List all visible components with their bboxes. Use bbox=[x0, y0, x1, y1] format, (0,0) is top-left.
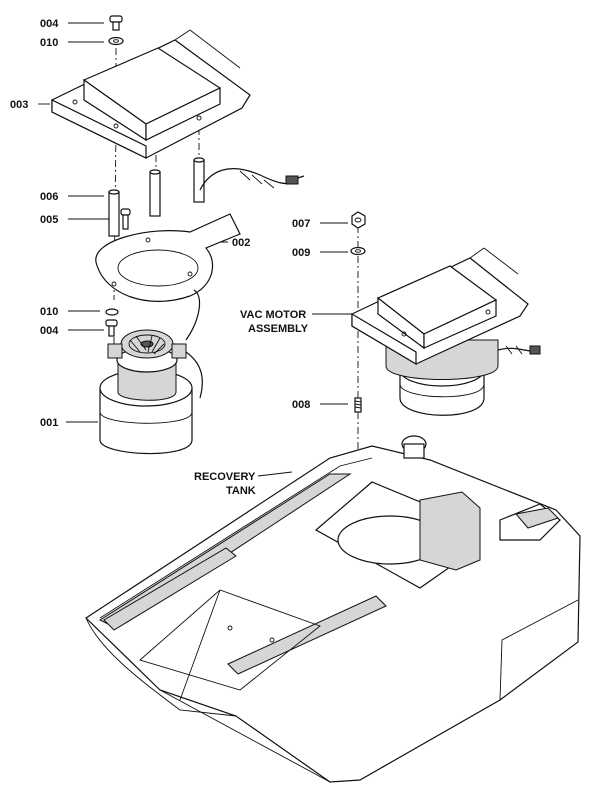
screw-005 bbox=[120, 208, 131, 230]
wire-harness-upper bbox=[199, 168, 305, 191]
standoff-006-left bbox=[108, 189, 120, 237]
callout-005: 005 bbox=[40, 214, 58, 226]
callout-009: 009 bbox=[292, 247, 310, 259]
recovery-tank-label-line1: RECOVERY bbox=[194, 471, 256, 483]
callout-004-top: 004 bbox=[40, 18, 59, 30]
washer-010-mid bbox=[105, 308, 119, 316]
callout-labels: 004 010 003 006 005 002 010 004 001 007 … bbox=[10, 18, 354, 497]
vac-motor-001 bbox=[99, 289, 203, 455]
callout-010-mid: 010 bbox=[40, 306, 58, 318]
screw-004-top bbox=[109, 15, 123, 31]
vac-motor-assembly bbox=[351, 247, 541, 416]
callout-010-top: 010 bbox=[40, 37, 58, 49]
recovery-tank bbox=[85, 435, 581, 783]
stud-008 bbox=[354, 397, 362, 413]
callout-008: 008 bbox=[292, 399, 310, 411]
vac-motor-label-line1: VAC MOTOR bbox=[240, 309, 306, 321]
nut-007 bbox=[351, 211, 366, 229]
callout-001: 001 bbox=[40, 417, 58, 429]
callout-002: 002 bbox=[232, 237, 250, 249]
standoff-006-right bbox=[193, 157, 205, 203]
callout-007: 007 bbox=[292, 218, 310, 230]
standoff-006-center bbox=[149, 169, 161, 217]
washer-010-top bbox=[108, 36, 124, 46]
vac-motor-label-line2: ASSEMBLY bbox=[248, 323, 309, 335]
callout-004-mid: 004 bbox=[40, 325, 59, 337]
screw-004-mid bbox=[105, 319, 118, 337]
washer-009 bbox=[350, 246, 366, 256]
callout-006: 006 bbox=[40, 191, 58, 203]
gasket-002 bbox=[95, 213, 241, 302]
recovery-tank-label-line2: TANK bbox=[226, 485, 256, 497]
callout-003: 003 bbox=[10, 99, 28, 111]
cover-plate-003 bbox=[51, 29, 251, 159]
